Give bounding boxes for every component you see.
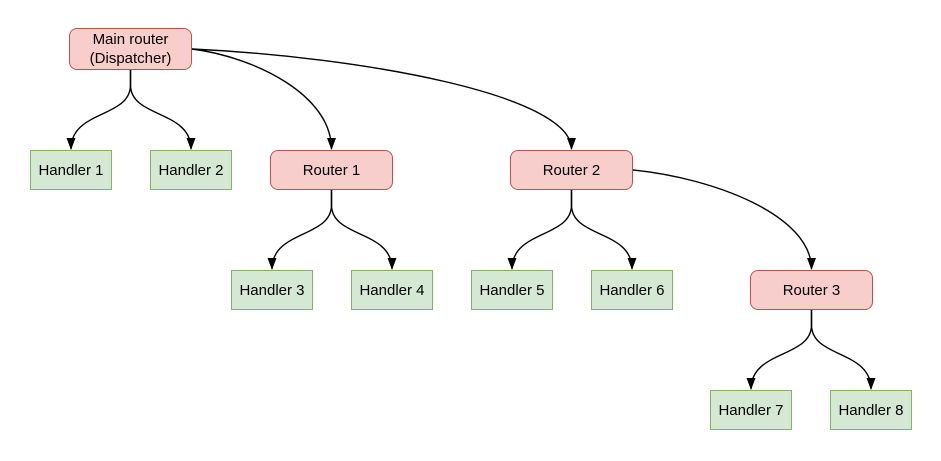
node-main-router-dispatcher: Main router (Dispatcher) [69,28,192,70]
edge-main-to-r2 [191,48,576,150]
edge-main-to-h1 [66,70,132,150]
node-handler-5: Handler 5 [471,270,553,310]
node-handler-7: Handler 7 [710,390,792,430]
edge-r2-to-h5 [507,190,573,270]
node-label: Handler 2 [158,161,224,179]
node-router-3: Router 3 [750,270,873,310]
node-router-1: Router 1 [270,150,393,190]
node-label: Handler 3 [239,281,305,299]
edge-r1-to-h3 [267,190,333,270]
edge-r3-to-h7 [746,310,813,390]
node-handler-4: Handler 4 [351,270,433,310]
node-handler-2: Handler 2 [150,150,232,190]
node-label-line2: (Dispatcher) [89,50,172,67]
edge-main-to-r1 [191,48,336,150]
edge-r2-to-r3 [632,169,816,270]
edge-r2-to-h6 [570,190,637,270]
node-label: Handler 4 [359,281,425,299]
node-handler-8: Handler 8 [830,390,912,430]
node-label: Handler 8 [838,401,904,419]
node-label: Handler 6 [599,281,665,299]
edge-main-to-h2 [129,70,196,150]
node-router-2: Router 2 [510,150,633,190]
edge-r3-to-h8 [810,310,876,390]
node-handler-1: Handler 1 [30,150,112,190]
node-label-line1: Main router [92,31,169,48]
node-label: Router 2 [542,161,601,179]
node-label: Handler 5 [479,281,545,299]
node-label: Handler 1 [38,161,104,179]
node-label: Handler 7 [718,401,784,419]
node-handler-6: Handler 6 [591,270,673,310]
node-label: Router 3 [782,281,841,299]
node-handler-3: Handler 3 [231,270,313,310]
node-label: Router 1 [302,161,361,179]
edge-r1-to-h4 [330,190,397,270]
